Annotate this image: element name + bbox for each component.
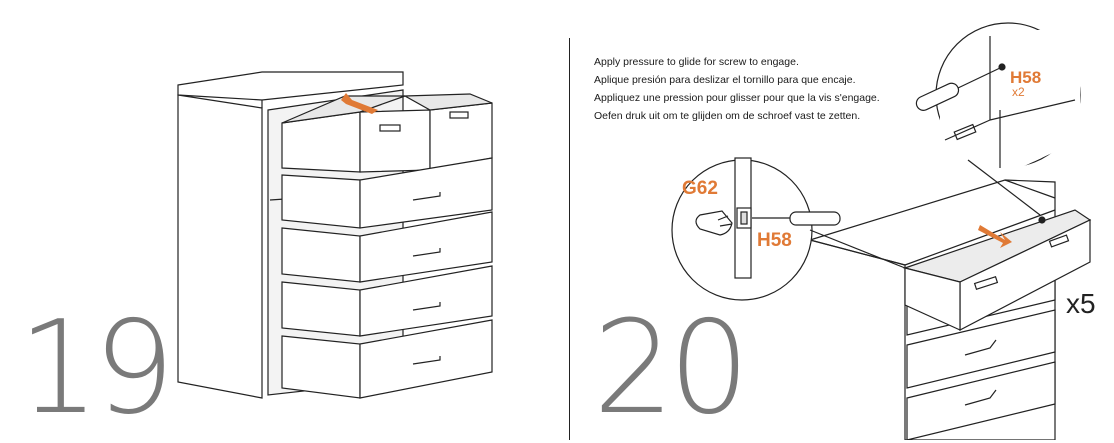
- part-label-h58-detail: H58: [1010, 68, 1042, 87]
- drawer-3: [281, 211, 493, 283]
- step-divider: [569, 38, 570, 440]
- instruction-en: Apply pressure to glide for screw to eng…: [594, 56, 799, 68]
- detail-circle-screw: [915, 22, 1081, 175]
- instructions-text: Apply pressure to glide for screw to eng…: [594, 53, 880, 125]
- detail-circle-glide: [671, 157, 841, 301]
- step-number-20: 20: [593, 294, 750, 443]
- instruction-es: Aplique presión para deslizar el tornill…: [594, 74, 856, 86]
- quantity-x2: x2: [1012, 85, 1025, 99]
- pull-arrow-20: [978, 225, 1012, 248]
- dresser-step19: [177, 71, 493, 399]
- dresser-step20: [807, 179, 1092, 440]
- drawer-2: [281, 157, 493, 229]
- step-number-19: 19: [18, 294, 175, 443]
- drawer-5: [281, 319, 493, 399]
- drawer-top-right: [402, 93, 493, 171]
- instruction-fr: Appliquez une pression pour glisser pour…: [594, 92, 880, 104]
- drawer-4: [281, 265, 493, 337]
- drawer-top-left: [281, 95, 431, 173]
- part-label-h58: H58: [757, 230, 792, 251]
- part-label-g62: G62: [682, 178, 718, 199]
- push-arrow-19: [341, 93, 378, 114]
- quantity-x5: x5: [1066, 288, 1096, 319]
- instruction-nl: Oefen druk uit om te glijden om de schro…: [594, 110, 861, 122]
